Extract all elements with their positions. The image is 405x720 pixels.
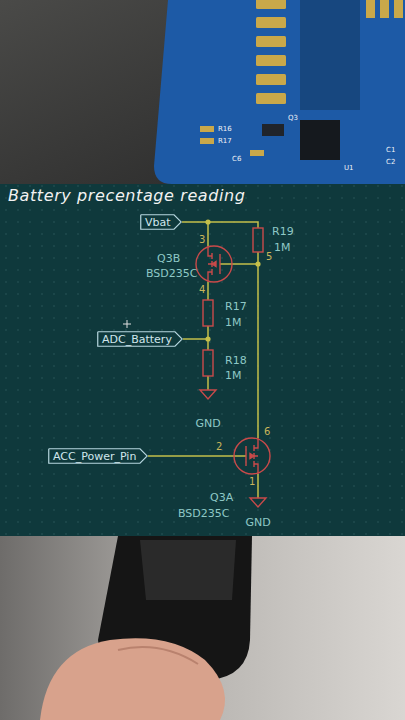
- pin-number: 2: [216, 442, 222, 452]
- power-label: GND: [195, 418, 220, 429]
- symbols: [196, 228, 270, 507]
- silkscreen-text: C1: [386, 147, 395, 154]
- mosfet-symbol: [234, 438, 270, 474]
- pcb-pad: [256, 17, 286, 28]
- reference-label: R19: [272, 226, 294, 237]
- chip-u1: [300, 120, 340, 160]
- power-label: GND: [245, 517, 270, 528]
- ground-symbol: [250, 498, 266, 507]
- net-label-text: Vbat: [145, 217, 171, 228]
- net-label-text: ACC_Power_Pin: [53, 451, 136, 462]
- pcb-pad: [366, 0, 375, 18]
- resistor-symbol: [253, 228, 263, 252]
- resistor-symbol: [203, 350, 213, 376]
- silkscreen-text: Q3: [288, 115, 298, 122]
- net-label-shape: [49, 449, 148, 464]
- smd-part: [200, 126, 214, 132]
- reference-label: R17: [225, 301, 247, 312]
- schematic-background: [0, 184, 405, 536]
- net-label: ADC_Battery: [97, 331, 183, 347]
- pcb-pad: [256, 74, 286, 85]
- smd-part: [250, 150, 264, 156]
- photo-background: [0, 0, 405, 184]
- ground-symbol: [200, 390, 216, 399]
- pin-number: 4: [199, 285, 205, 295]
- value-label: 1M: [225, 317, 242, 328]
- reference-label: Q3A: [210, 492, 233, 503]
- pcb-pad: [394, 0, 403, 18]
- pin-number: 6: [264, 427, 270, 437]
- chip-q3: [262, 124, 284, 136]
- photo-background: [0, 536, 405, 720]
- silkscreen-text: R16: [218, 126, 232, 133]
- title: Battery precentage reading: [8, 188, 246, 204]
- pcb-board: [154, 0, 405, 184]
- smd-part: [200, 138, 214, 144]
- net-label-shape: [98, 332, 183, 347]
- grid: [0, 184, 405, 536]
- silkscreen-text: U1: [344, 165, 354, 172]
- pin-number: 1: [249, 477, 255, 487]
- module-area: [300, 0, 360, 110]
- reference-label: Q3B: [157, 253, 180, 264]
- silkscreen-text: R17: [218, 138, 232, 145]
- net-label-shape: [141, 215, 182, 230]
- value-label: 1M: [225, 370, 242, 381]
- reference-label: R18: [225, 355, 247, 366]
- mosfet-symbol: [196, 246, 232, 282]
- net-label-text: ADC_Battery: [102, 334, 172, 345]
- pin-number: 3: [199, 235, 205, 245]
- pcb-pad: [256, 36, 286, 47]
- value-label: 1M: [274, 242, 291, 253]
- wires: [148, 222, 258, 498]
- net-label: Vbat: [140, 214, 182, 230]
- plug-highlight: [140, 540, 236, 600]
- pcb-pad: [256, 55, 286, 66]
- value-label: BSD235C: [178, 508, 229, 519]
- finger-crease: [118, 647, 198, 664]
- silkscreen-text: C6: [232, 156, 241, 163]
- pin-number: 5: [266, 252, 272, 262]
- pcb-pad: [256, 0, 286, 9]
- finger: [40, 638, 225, 720]
- silkscreen-text: C2: [386, 159, 395, 166]
- net-label: ACC_Power_Pin: [48, 448, 148, 464]
- pcb-pad: [256, 93, 286, 104]
- cursor: [123, 320, 131, 328]
- resistor-symbol: [203, 300, 213, 326]
- value-label: BSD235C: [146, 268, 197, 279]
- pcb-pad: [380, 0, 389, 18]
